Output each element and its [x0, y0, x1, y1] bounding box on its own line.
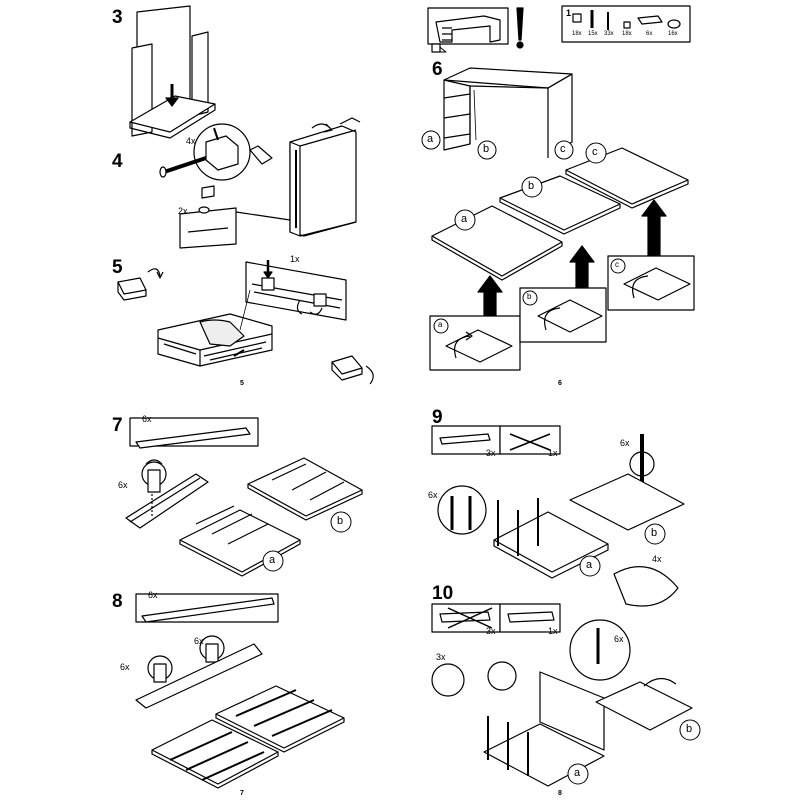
part-label-a: a: [269, 554, 276, 566]
hardware-count: 15x: [588, 31, 598, 37]
hardware-count: 33x: [604, 31, 614, 37]
page-number-6: 6: [558, 380, 562, 387]
part-label-c: c: [615, 260, 619, 269]
qty-label: 6x: [614, 634, 624, 644]
step3-illustration: [129, 5, 216, 139]
hardware-count: 6x: [646, 31, 653, 37]
qty-label: 2x: [178, 206, 188, 216]
part-label-a: a: [438, 320, 443, 329]
step9-illustration: [431, 425, 685, 607]
part-label-b: b: [337, 515, 344, 527]
qty-label: 3x: [436, 652, 446, 662]
qty-label: 4x: [652, 554, 662, 564]
qty-label: 1x: [290, 254, 300, 264]
part-label-b: b: [651, 527, 658, 539]
part-label-a: a: [574, 767, 581, 779]
part-label-b: b: [686, 723, 693, 735]
qty-label: 6x: [148, 590, 158, 600]
qty-label: 4x: [186, 136, 196, 146]
qty-label: 6x: [120, 662, 130, 672]
step-number-3: 3: [112, 7, 123, 28]
part-label-c: c: [560, 143, 566, 155]
qty-label: 3x: [486, 448, 496, 458]
hardware-count: 16x: [668, 31, 678, 37]
qty-label: 6x: [118, 480, 128, 490]
step-number-8: 8: [112, 591, 123, 612]
part-label-a: a: [461, 213, 468, 225]
qty-label: 6x: [620, 438, 630, 448]
qty-label: 1x: [548, 626, 558, 636]
step4-illustration: [159, 117, 361, 249]
qty-label: 6x: [428, 490, 438, 500]
step-number-9: 9: [432, 407, 443, 428]
step7-illustration: [125, 417, 363, 577]
hardware-set-number: 1: [566, 8, 572, 18]
qty-label: 3x: [486, 626, 496, 636]
page-number-5: 5: [240, 380, 244, 387]
desk-preview-box: [427, 7, 509, 53]
part-label-c: c: [592, 146, 598, 158]
step5-illustration: [117, 260, 374, 385]
step6-arrows[interactable]: [477, 199, 667, 317]
exclamation-icon: [516, 7, 524, 49]
page-number-7: 7: [240, 790, 244, 797]
part-label-a: a: [427, 133, 434, 145]
step-number-5: 5: [112, 257, 123, 278]
qty-label: 1x: [548, 448, 558, 458]
step-number-4: 4: [112, 151, 123, 172]
step-number-6: 6: [432, 59, 443, 80]
qty-label: 6x: [142, 414, 152, 424]
hardware-box: [561, 5, 691, 43]
part-label-b: b: [528, 180, 535, 192]
page-number-8: 8: [558, 790, 562, 797]
step6-desk: [443, 67, 573, 158]
step-number-10: 10: [432, 583, 454, 604]
part-label-b: b: [483, 143, 490, 155]
qty-label: 6x: [194, 636, 204, 646]
hardware-count: 18x: [622, 31, 632, 37]
part-label-b: b: [527, 292, 532, 301]
step-number-7: 7: [112, 415, 123, 436]
hardware-count: 18x: [572, 31, 582, 37]
part-label-a: a: [586, 559, 593, 571]
step8-illustration: [135, 593, 345, 789]
